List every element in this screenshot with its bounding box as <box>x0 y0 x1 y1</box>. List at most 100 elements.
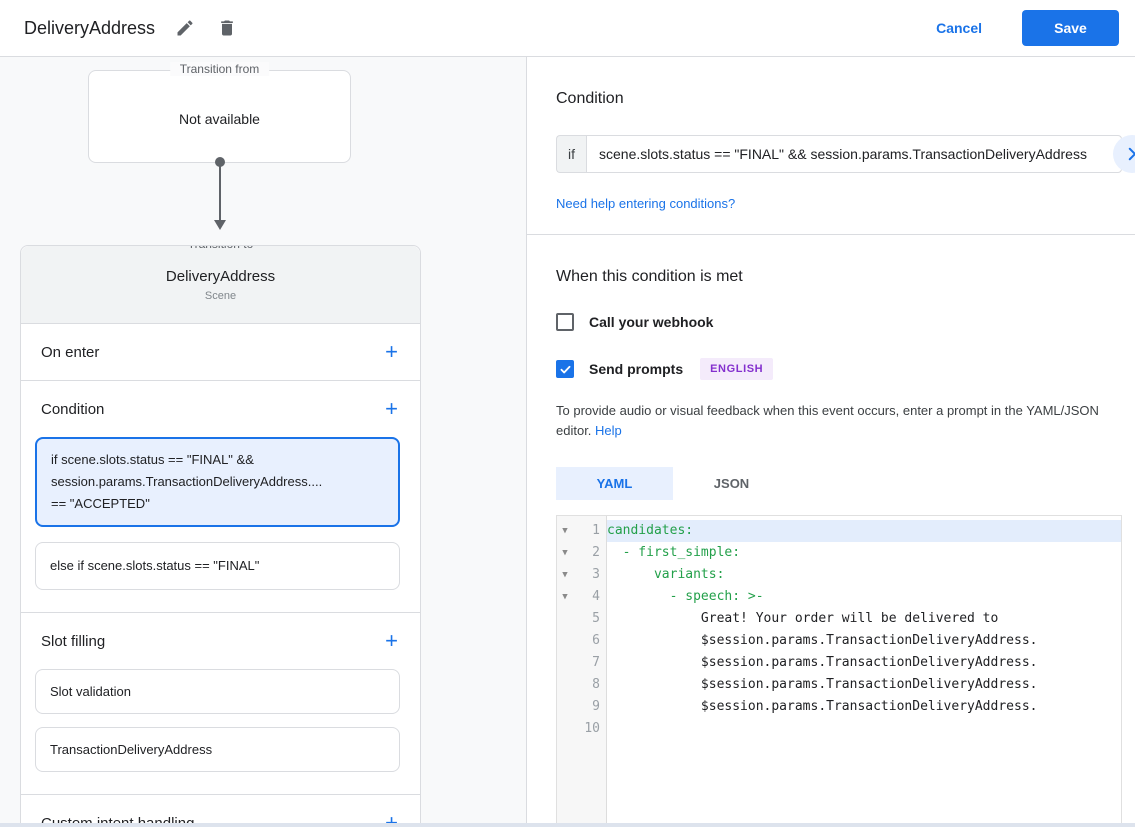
fold-arrow-icon[interactable]: ▼ <box>562 570 568 580</box>
save-button[interactable]: Save <box>1022 10 1119 46</box>
code-line[interactable]: $session.params.TransactionDeliveryAddre… <box>607 677 1038 692</box>
call-webhook-checkbox[interactable] <box>556 313 574 331</box>
line-number: 7 <box>592 655 600 670</box>
edit-title-button[interactable] <box>169 12 201 44</box>
when-condition-met-title: When this condition is met <box>556 268 743 285</box>
line-number: 5 <box>592 611 600 626</box>
scene-name: DeliveryAddress <box>165 268 276 285</box>
add-on-enter-icon[interactable]: + <box>385 339 398 364</box>
condition-card-line: else if scene.slots.status == "FINAL" <box>50 558 260 573</box>
chevron-right-icon <box>1128 147 1135 161</box>
gutter-row: 7 <box>557 652 606 674</box>
line-number: 2 <box>592 545 600 560</box>
line-number: 1 <box>592 523 600 538</box>
gutter-row: 8 <box>557 674 606 696</box>
code-line[interactable]: candidates: <box>607 520 1121 542</box>
webhook-row: Call your webhook <box>556 313 1135 331</box>
gutter-row: ▼2 <box>557 542 606 564</box>
gutter-row: 10 <box>557 718 606 740</box>
gutter-row: 5 <box>557 608 606 630</box>
language-badge: ENGLISH <box>700 358 774 380</box>
line-number: 9 <box>592 699 600 714</box>
condition-card[interactable]: else if scene.slots.status == "FINAL" <box>35 542 400 590</box>
gutter-row: ▼3 <box>557 564 606 586</box>
code-line[interactable]: Great! Your order will be delivered to <box>607 611 999 626</box>
condition-section-label: Condition <box>41 400 105 418</box>
fold-arrow-icon[interactable]: ▼ <box>562 548 568 558</box>
condition-card-list: if scene.slots.status == "FINAL" && sessi… <box>21 437 420 590</box>
fold-arrow-icon[interactable]: ▼ <box>562 526 568 536</box>
if-prefix-label: if <box>556 135 586 173</box>
editor-code-area[interactable]: candidates: - first_simple: variants: - … <box>607 516 1121 823</box>
gutter-row: 6 <box>557 630 606 652</box>
main-area: Transition from Not available Transition… <box>0 57 1135 823</box>
section-on-enter: On enter + <box>21 324 420 381</box>
line-number: 10 <box>584 721 600 736</box>
code-line[interactable]: variants: <box>607 567 725 582</box>
condition-card-line: == "ACCEPTED" <box>51 496 150 511</box>
send-prompts-row: Send prompts ENGLISH <box>556 358 1135 380</box>
code-line[interactable]: - first_simple: <box>607 545 741 560</box>
trash-icon <box>221 20 233 36</box>
collapse-panel-button[interactable] <box>1113 135 1135 173</box>
checkmark-icon <box>560 365 570 373</box>
cancel-button[interactable]: Cancel <box>920 12 998 44</box>
scene-header[interactable]: DeliveryAddress Scene <box>21 246 420 324</box>
code-line[interactable]: $session.params.TransactionDeliveryAddre… <box>607 699 1038 714</box>
code-line[interactable]: $session.params.TransactionDeliveryAddre… <box>607 633 1038 648</box>
custom-intent-label: Custom intent handling <box>41 814 195 824</box>
gutter-row: 9 <box>557 696 606 718</box>
condition-help-link[interactable]: Need help entering conditions? <box>556 196 736 211</box>
slot-filling-label: Slot filling <box>41 632 106 650</box>
code-line[interactable] <box>607 718 1121 740</box>
add-condition-icon[interactable]: + <box>385 396 398 421</box>
condition-expression-row: if <box>556 135 1122 173</box>
condition-detail-title: Condition <box>556 90 624 107</box>
condition-card-line: session.params.TransactionDeliveryAddres… <box>51 474 323 489</box>
line-number: 6 <box>592 633 600 648</box>
condition-detail-panel: Condition if Need help entering conditio… <box>527 57 1135 823</box>
code-line[interactable]: - speech: >- <box>607 589 764 604</box>
gutter-row: ▼1 <box>557 520 606 542</box>
scene-type: Scene <box>204 290 237 302</box>
send-prompts-checkbox[interactable] <box>556 360 574 378</box>
editor-hint-text: To provide audio or visual feedback when… <box>556 403 1099 438</box>
condition-card-selected[interactable]: if scene.slots.status == "FINAL" && sessi… <box>35 437 400 527</box>
tab-json[interactable]: JSON <box>673 467 790 500</box>
help-link[interactable]: Help <box>595 423 622 438</box>
line-number: 8 <box>592 677 600 692</box>
transition-from-label: Transition from <box>169 62 270 76</box>
bottom-edge-strip <box>0 823 1135 827</box>
section-divider <box>527 234 1135 235</box>
add-slot-icon[interactable]: + <box>385 628 398 653</box>
gutter-row: ▼4 <box>557 586 606 608</box>
call-webhook-label[interactable]: Call your webhook <box>589 314 714 330</box>
transition-from-box[interactable]: Transition from Not available <box>88 62 351 163</box>
tab-yaml[interactable]: YAML <box>556 467 673 500</box>
fold-arrow-icon[interactable]: ▼ <box>562 592 568 602</box>
pencil-icon <box>177 20 193 36</box>
line-number: 4 <box>592 589 600 604</box>
line-number: 3 <box>592 567 600 582</box>
code-line[interactable]: $session.params.TransactionDeliveryAddre… <box>607 655 1038 670</box>
slot-card[interactable]: TransactionDeliveryAddress <box>35 727 400 772</box>
section-condition: Condition + if scene.slots.status == "FI… <box>21 381 420 613</box>
scene-canvas: Transition from Not available Transition… <box>0 57 527 823</box>
add-custom-intent-icon[interactable]: + <box>385 810 398 824</box>
top-bar: DeliveryAddress Cancel Save <box>0 0 1135 57</box>
transition-from-value: Not available <box>179 111 260 127</box>
transition-to-panel: Transition to DeliveryAddress Scene On e… <box>20 245 421 823</box>
condition-card-line: if scene.slots.status == "FINAL" && <box>51 452 254 467</box>
slot-card[interactable]: Slot validation <box>35 669 400 714</box>
condition-expression-input[interactable] <box>586 135 1122 173</box>
transition-connector-arrow <box>214 157 226 287</box>
send-prompts-label[interactable]: Send prompts <box>589 361 684 377</box>
section-custom-intent: Custom intent handling + <box>21 795 420 824</box>
delete-scene-button[interactable] <box>211 12 243 44</box>
transition-to-label: Transition to <box>177 246 264 251</box>
